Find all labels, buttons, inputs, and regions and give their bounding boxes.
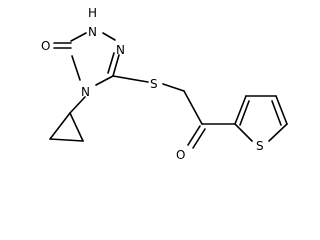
bond-c5-n1 [70,32,87,42]
bond-n2-c3-double [107,52,115,74]
bond-thiophene-1-double [239,100,250,126]
bond-s-ch2 [162,83,185,92]
molecule-canvas: O H N N N S O S [41,6,288,162]
atom-ring-nh: N [88,25,97,39]
bond-cyclopropyl-3 [69,112,84,142]
molecule-structure: O H N N N S O S [41,6,288,162]
bond-cyclopropyl-1 [49,112,71,140]
atom-thioether-s: S [150,77,158,91]
bond-thiophene-5 [234,123,253,142]
bond-n4-cyclopropyl [69,96,86,114]
atom-ring-n: N [116,43,125,57]
bond-n1-n2 [102,32,116,41]
atom-ring-nh-h: H [88,6,97,20]
atom-thiophene-s: S [256,139,264,153]
bond-thiophene-3 [275,95,288,125]
bond-thiophene-1 [234,95,247,125]
bond-cyclopropyl-2 [49,138,84,142]
bond-c3-s [112,75,149,83]
atom-ketone-oxygen: O [176,148,185,162]
bond-co-o-double-a [187,125,201,146]
atom-carbonyl-oxygen-ring: O [41,39,50,53]
bond-thiophene-4 [268,123,288,142]
atom-ring-n4: N [81,85,90,99]
bond-c3-n4 [95,75,114,86]
bond-n4-c5 [71,55,81,81]
bond-n2-c3 [112,54,120,77]
bond-co-o-double-b [192,128,206,149]
bond-ch2-co [183,90,203,125]
bond-thiophene-3-double [271,100,282,126]
